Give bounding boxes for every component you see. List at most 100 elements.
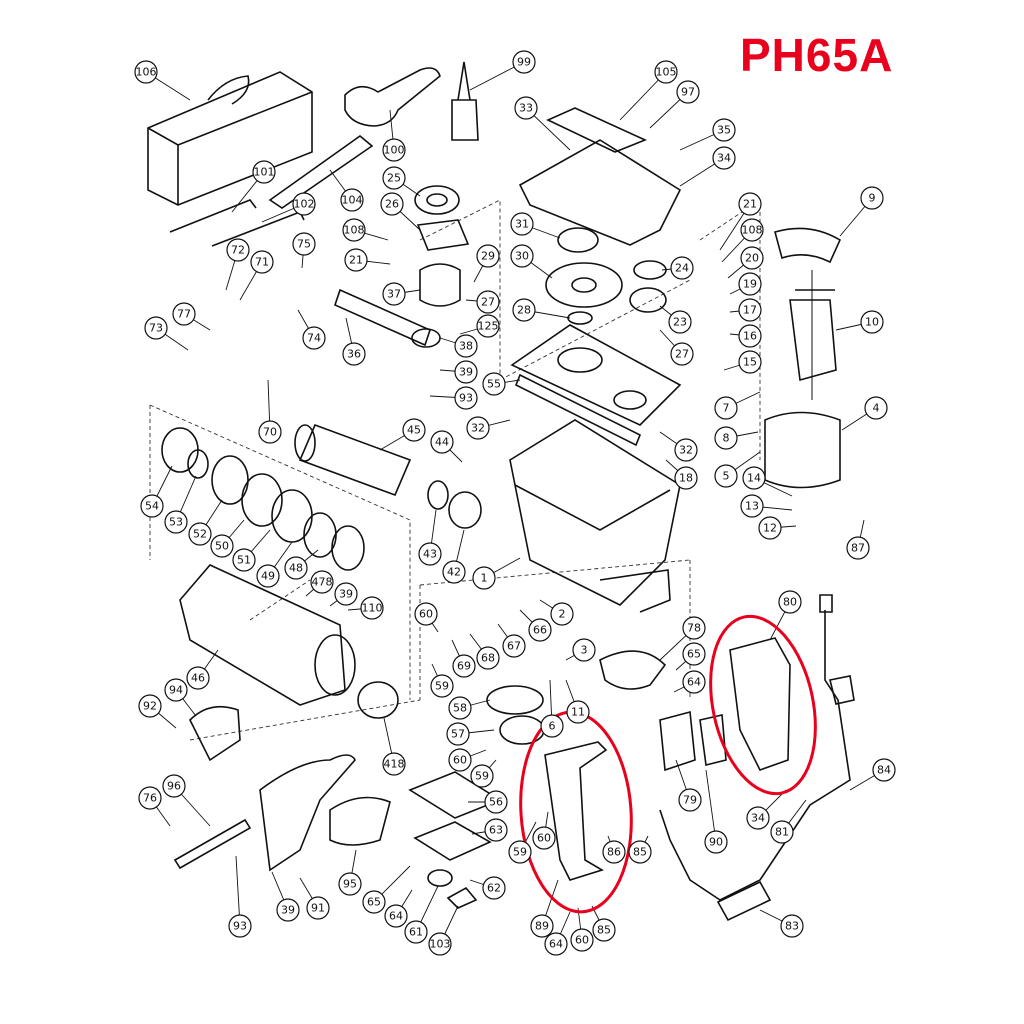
callout-label: 65 xyxy=(687,648,701,661)
callout-p23: 23 xyxy=(668,310,692,334)
callout-label: 60 xyxy=(453,754,467,767)
callout-label: 27 xyxy=(481,296,495,309)
callout-label: 86 xyxy=(607,846,621,859)
callout-label: 110 xyxy=(362,602,383,615)
callout-p32a: 32 xyxy=(466,416,490,440)
callout-label: 85 xyxy=(633,846,647,859)
part-main-housing xyxy=(509,419,681,613)
callout-label: 10 xyxy=(865,316,879,329)
callout-label: 59 xyxy=(513,846,527,859)
callout-p69: 69 xyxy=(452,654,476,678)
callout-label: 48 xyxy=(289,562,303,575)
callout-p78: 78 xyxy=(682,616,706,640)
callout-label: 29 xyxy=(481,250,495,263)
callout-label: 51 xyxy=(237,554,251,567)
callout-label: 84 xyxy=(877,764,891,777)
callout-p13: 13 xyxy=(740,494,764,518)
callout-p71: 71 xyxy=(250,250,274,274)
callout-p9: 9 xyxy=(860,186,884,210)
callout-p64a: 64 xyxy=(682,670,706,694)
callout-label: 75 xyxy=(297,238,311,251)
callout-label: 95 xyxy=(343,878,357,891)
model-title: PH65A xyxy=(740,29,894,81)
callout-p418: 418 xyxy=(382,752,406,776)
callout-label: 17 xyxy=(743,304,757,317)
callout-label: 67 xyxy=(507,640,521,653)
callout-label: 50 xyxy=(215,540,229,553)
callout-p11: 11 xyxy=(566,700,590,724)
callout-label: 64 xyxy=(549,938,563,951)
callout-p108a: 108 xyxy=(740,218,764,242)
callout-label: 7 xyxy=(723,402,730,415)
callout-label: 9 xyxy=(869,192,876,205)
callout-p30: 30 xyxy=(510,244,534,268)
callout-p15: 15 xyxy=(738,350,762,374)
callout-label: 20 xyxy=(745,252,759,265)
callout-label: 108 xyxy=(742,224,763,237)
callout-label: 81 xyxy=(775,826,789,839)
callout-p39c: 39 xyxy=(276,898,300,922)
callout-label: 64 xyxy=(389,910,403,923)
callout-p48: 48 xyxy=(284,556,308,580)
callout-p18: 18 xyxy=(674,466,698,490)
callout-p43: 43 xyxy=(418,542,442,566)
callout-label: 71 xyxy=(255,256,269,269)
callout-label: 34 xyxy=(751,812,765,825)
callout-p478: 478 xyxy=(310,570,334,594)
callout-p21a: 21 xyxy=(738,192,762,216)
callout-p125: 125 xyxy=(476,314,500,338)
callout-p60d: 60 xyxy=(570,928,594,952)
callout-p60b: 60 xyxy=(448,748,472,772)
callout-label: 39 xyxy=(339,588,353,601)
callout-label: 46 xyxy=(191,672,205,685)
highlight-side-handle xyxy=(519,710,633,914)
callout-p45: 45 xyxy=(402,418,426,442)
callout-p20: 20 xyxy=(740,246,764,270)
callout-label: 72 xyxy=(231,244,245,257)
callout-label: 60 xyxy=(575,934,589,947)
callout-label: 76 xyxy=(143,792,157,805)
callout-p81: 81 xyxy=(770,820,794,844)
callout-label: 103 xyxy=(430,938,451,951)
callout-p53: 53 xyxy=(164,510,188,534)
callout-label: 69 xyxy=(457,660,471,673)
callout-p90: 90 xyxy=(704,830,728,854)
callout-p17: 17 xyxy=(738,298,762,322)
callout-p68: 68 xyxy=(476,646,500,670)
callout-p79: 79 xyxy=(678,788,702,812)
callout-p8: 8 xyxy=(714,426,738,450)
callout-p5: 5 xyxy=(714,464,738,488)
part-top-cover xyxy=(518,107,682,246)
part-callouts: 1234567891011121314151617181920212123242… xyxy=(134,50,896,956)
callout-p38: 38 xyxy=(454,334,478,358)
callout-label: 57 xyxy=(451,728,465,741)
callout-p101: 101 xyxy=(252,160,276,184)
callout-p27a: 27 xyxy=(476,290,500,314)
callout-p70: 70 xyxy=(258,420,282,444)
callout-p16: 16 xyxy=(738,324,762,348)
callout-label: 55 xyxy=(487,378,501,391)
callout-label: 34 xyxy=(717,152,731,165)
callout-p89: 89 xyxy=(530,914,554,938)
callout-label: 14 xyxy=(747,472,761,485)
callout-p59c: 59 xyxy=(508,840,532,864)
callout-label: 3 xyxy=(581,644,588,657)
callout-p108b: 108 xyxy=(342,218,366,242)
callout-label: 63 xyxy=(489,824,503,837)
callout-label: 8 xyxy=(723,432,730,445)
callout-p59a: 59 xyxy=(430,674,454,698)
part-stator xyxy=(764,411,841,489)
callout-label: 28 xyxy=(517,304,531,317)
callout-p87: 87 xyxy=(846,536,870,560)
callout-label: 1 xyxy=(481,572,488,585)
callout-label: 83 xyxy=(785,920,799,933)
callout-label: 32 xyxy=(471,422,485,435)
callout-p104: 104 xyxy=(340,188,364,212)
callout-p77: 77 xyxy=(172,302,196,326)
callout-label: 418 xyxy=(384,758,405,771)
callout-p59b: 59 xyxy=(470,764,494,788)
callout-p44: 44 xyxy=(430,430,454,454)
callout-p64c: 64 xyxy=(544,932,568,956)
part-handle-clamp-and-grip xyxy=(173,705,391,872)
callout-label: 93 xyxy=(459,392,473,405)
